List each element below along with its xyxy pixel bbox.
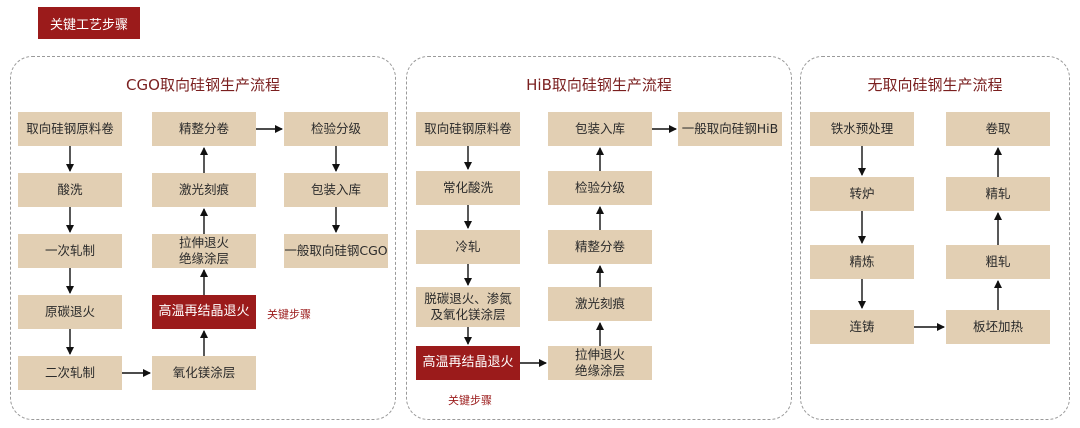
non-coiling: 卷取 [946,112,1050,146]
hib-laser-scribing: 激光刻痕 [548,287,652,321]
cgo-key-step-note: 关键步骤 [267,308,311,321]
hib-inspection: 检验分级 [548,171,652,205]
non-oriented-panel-title: 无取向硅钢生产流程 [867,76,1003,94]
cgo-packaging: 包装入库 [284,173,388,207]
non-refining: 精炼 [810,245,914,279]
cgo-inspection: 检验分级 [284,112,388,146]
hib-packaging: 包装入库 [548,112,652,146]
cgo-stretch-annealing: 拉伸退火 绝缘涂层 [152,234,256,268]
cgo-mgo-coating: 氧化镁涂层 [152,356,256,390]
hib-product: 一般取向硅钢HiB [678,112,782,146]
cgo-panel-title: CGO取向硅钢生产流程 [126,76,280,94]
cgo-pickling: 酸洗 [18,173,122,207]
non-iron-pretreatment: 铁水预处理 [810,112,914,146]
non-rough-rolling: 粗轧 [946,245,1050,279]
cgo-laser-scribing: 激光刻痕 [152,173,256,207]
non-slab-heating: 板坯加热 [946,310,1050,344]
cgo-panel [10,56,396,420]
non-oriented-panel [800,56,1070,420]
hib-stretch-annealing: 拉伸退火 绝缘涂层 [548,346,652,380]
hib-cold-rolling: 冷轧 [416,230,520,264]
hib-decarb-nitriding: 脱碳退火、渗氮 及氧化镁涂层 [416,287,520,327]
hib-panel [406,56,792,420]
cgo-high-temp-annealing: 高温再结晶退火 [152,295,256,329]
non-casting: 连铸 [810,310,914,344]
hib-high-temp-annealing: 高温再结晶退火 [416,346,520,380]
hib-normalize-pickling: 常化酸洗 [416,171,520,205]
cgo-product: 一般取向硅钢CGO [284,234,388,268]
non-finish-rolling: 精轧 [946,177,1050,211]
key-process-header: 关键工艺步骤 [38,7,140,39]
hib-finishing: 精整分卷 [548,230,652,264]
non-converter: 转炉 [810,177,914,211]
cgo-raw-coil: 取向硅钢原料卷 [18,112,122,146]
hib-panel-title: HiB取向硅钢生产流程 [526,76,672,94]
hib-raw-coil: 取向硅钢原料卷 [416,112,520,146]
cgo-first-rolling: 一次轧制 [18,234,122,268]
cgo-finishing: 精整分卷 [152,112,256,146]
cgo-decarb-annealing: 原碳退火 [18,295,122,329]
cgo-second-rolling: 二次轧制 [18,356,122,390]
hib-key-step-note: 关键步骤 [448,394,492,407]
